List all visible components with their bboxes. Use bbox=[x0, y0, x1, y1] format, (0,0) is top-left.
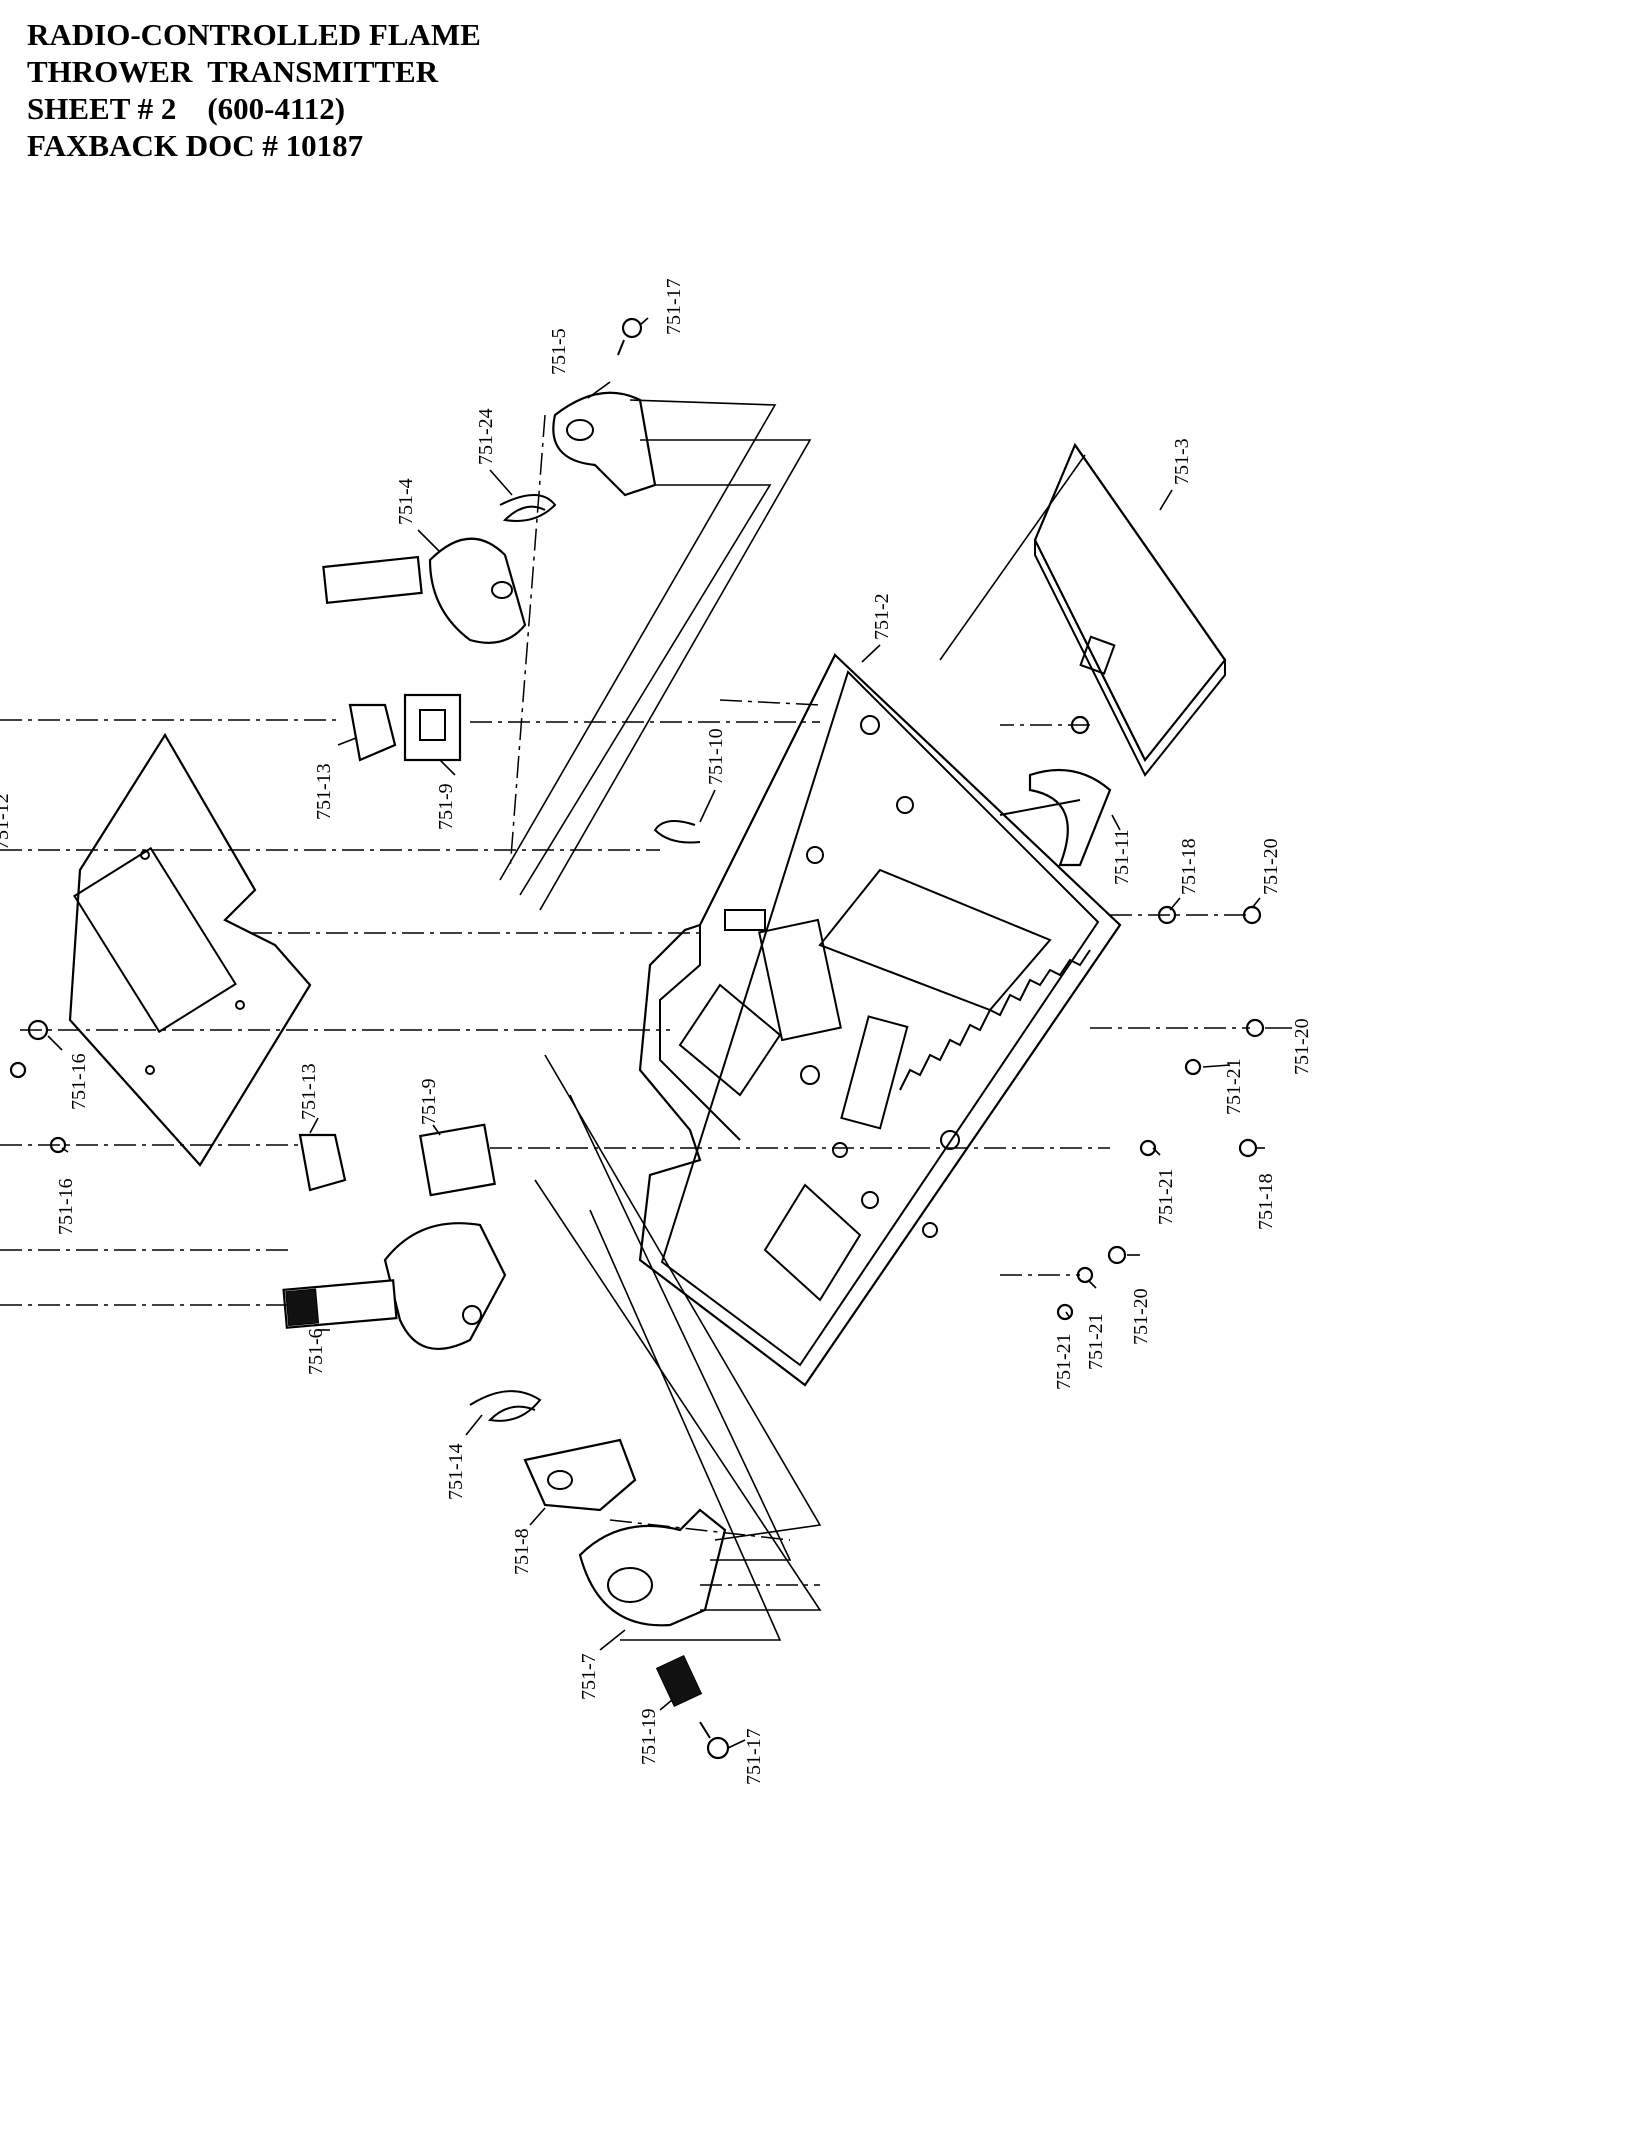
label-751-20-mid: 751-20 bbox=[1291, 1018, 1313, 1075]
header-line-4: FAXBACK DOC # 10187 bbox=[27, 128, 364, 163]
label-751-16-lower: 751-16 bbox=[55, 1178, 77, 1235]
washer-751-10 bbox=[653, 820, 701, 844]
label-751-8: 751-8 bbox=[511, 1528, 533, 1575]
label-751-12: 751-12 bbox=[0, 793, 13, 850]
label-751-10: 751-10 bbox=[705, 728, 727, 785]
screw-751-17-lower bbox=[699, 1721, 730, 1760]
gimbal-lower-751-7 bbox=[578, 1508, 727, 1627]
circuit-board bbox=[68, 732, 312, 1167]
label-751-4: 751-4 bbox=[395, 478, 417, 525]
assembly-lines bbox=[0, 399, 1250, 1641]
label-751-18-upper: 751-18 bbox=[1178, 838, 1200, 895]
plate-751-8 bbox=[523, 1438, 637, 1512]
battery-door-751-3 bbox=[1033, 442, 1227, 777]
spring-751-19 bbox=[655, 1654, 703, 1708]
contacts-751-11 bbox=[999, 768, 1112, 867]
label-751-9-lower: 751-9 bbox=[418, 1078, 440, 1125]
spring-751-14 bbox=[469, 1390, 542, 1422]
header-line-1: RADIO-CONTROLLED FLAME bbox=[27, 17, 481, 52]
screw-751-17-upper bbox=[617, 317, 643, 356]
part-labels: 751-17 751-5 751-24 751-4 751-3 751-2 75… bbox=[0, 278, 1313, 1785]
label-751-2: 751-2 bbox=[871, 593, 893, 640]
main-case-751-2 bbox=[638, 653, 1122, 1387]
label-751-3: 751-3 bbox=[1171, 438, 1193, 485]
label-751-21-lower-b: 751-21 bbox=[1053, 1333, 1075, 1390]
leader-lines bbox=[47, 317, 1292, 1749]
label-751-19: 751-19 bbox=[638, 1708, 660, 1765]
label-751-13-upper: 751-13 bbox=[313, 763, 335, 820]
label-751-20-lower: 751-20 bbox=[1130, 1288, 1152, 1345]
pot-751-9-lower bbox=[419, 1123, 496, 1197]
label-751-6: 751-6 bbox=[305, 1328, 327, 1375]
label-751-9-upper: 751-9 bbox=[435, 783, 457, 830]
label-751-13-lower: 751-13 bbox=[298, 1063, 320, 1120]
label-751-5: 751-5 bbox=[548, 328, 570, 375]
label-751-11: 751-11 bbox=[1111, 829, 1133, 885]
spring-751-24 bbox=[499, 494, 557, 522]
header-line-3: SHEET # 2 (600-4112) bbox=[27, 91, 346, 126]
clip-751-13-upper bbox=[348, 703, 397, 762]
label-751-21-lower-right: 751-21 bbox=[1155, 1168, 1177, 1225]
label-751-16-upper: 751-16 bbox=[68, 1053, 90, 1110]
label-751-20-upper: 751-20 bbox=[1260, 838, 1282, 895]
label-751-18-lower: 751-18 bbox=[1255, 1173, 1277, 1230]
gimbal-upper-751-5 bbox=[552, 391, 657, 497]
document-header: RADIO-CONTROLLED FLAME THROWER TRANSMITT… bbox=[27, 16, 481, 164]
clip-751-13-lower bbox=[298, 1133, 347, 1192]
label-751-14: 751-14 bbox=[445, 1443, 467, 1500]
label-751-21-mid: 751-21 bbox=[1223, 1058, 1245, 1115]
label-751-17-lower: 751-17 bbox=[743, 1728, 765, 1785]
label-751-17-upper: 751-17 bbox=[663, 278, 685, 335]
label-751-21-lower-a: 751-21 bbox=[1085, 1313, 1107, 1370]
label-751-7: 751-7 bbox=[578, 1653, 600, 1700]
header-line-2: THROWER TRANSMITTER bbox=[27, 54, 439, 89]
stick-751-4 bbox=[322, 537, 527, 644]
label-751-24: 751-24 bbox=[475, 408, 497, 465]
stick-751-6 bbox=[282, 1222, 507, 1350]
pot-751-9-upper bbox=[403, 693, 462, 762]
